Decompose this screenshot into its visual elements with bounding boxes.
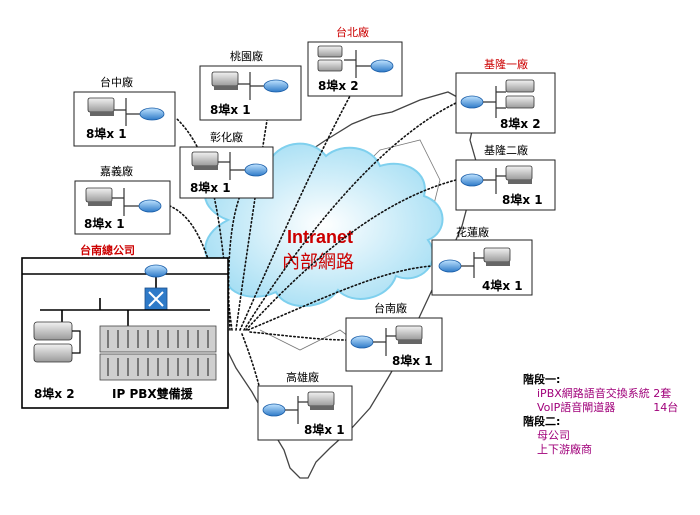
site-hualien: 花蓮廠 4埠x 1 — [431, 225, 533, 296]
site-name: 基隆二廠 — [484, 143, 528, 157]
router-icon — [144, 264, 168, 278]
server-icon — [85, 187, 113, 206]
site-keelung1: 基隆一廠 8埠x 2 — [455, 57, 556, 134]
server-icon — [33, 321, 73, 363]
hq-port-count: 8埠x 2 — [34, 386, 75, 401]
site-kaohsiung: 高雄廠 8埠x 1 — [257, 370, 353, 441]
link-keelung2 — [245, 179, 457, 331]
pbx-label: IP PBX雙備援 — [112, 386, 194, 401]
server-icon — [395, 325, 423, 344]
switch-icon — [144, 287, 168, 311]
legend-phase2-item: 母公司 — [537, 429, 570, 442]
site-taoyuan: 桃園廠 8埠x 1 — [199, 49, 302, 121]
site-name: 高雄廠 — [286, 370, 319, 384]
site-name: 台北廠 — [336, 25, 369, 39]
link-keelung1 — [243, 102, 457, 331]
server-icon — [317, 45, 343, 72]
legend-phase2-item: 上下游廠商 — [537, 443, 592, 456]
port-count: 8埠x 1 — [392, 353, 433, 368]
port-count: 8埠x 1 — [84, 216, 125, 231]
site-tainan: 台南廠 8埠x 1 — [345, 301, 443, 372]
server-icon — [483, 247, 511, 266]
link-taipei — [239, 84, 357, 331]
link-tainan — [249, 331, 349, 341]
router-icon — [263, 79, 289, 93]
router-icon — [139, 107, 165, 121]
legend-phase1-item: VoIP語音閘道器 14台 — [523, 401, 678, 415]
port-count: 4埠x 1 — [482, 278, 523, 293]
site-taichung: 台中廠 8埠x 1 — [73, 75, 176, 147]
server-icon — [211, 71, 239, 90]
legend-item-count: 14台 — [653, 401, 679, 414]
port-count: 8埠x 1 — [304, 422, 345, 437]
port-count: 8埠x 1 — [502, 192, 543, 207]
server-icon — [505, 165, 533, 184]
legend-phase1-title: 階段一: — [523, 373, 561, 386]
site-name: 彰化廠 — [210, 130, 243, 144]
port-count: 8埠x 2 — [318, 78, 359, 93]
router-icon — [262, 403, 286, 417]
link-hualien — [247, 265, 433, 331]
server-icon — [191, 151, 219, 170]
connection-lines — [169, 84, 457, 399]
site-name: 台中廠 — [100, 75, 133, 89]
server-icon — [505, 79, 535, 109]
site-name: 桃園廠 — [230, 49, 263, 63]
pbx-rack-icon — [99, 325, 217, 381]
port-count: 8埠x 2 — [500, 116, 541, 131]
legend: 階段一: iPBX網路語音交換系統 2套 VoIP語音閘道器 14台 階段二: 母… — [523, 373, 678, 457]
router-icon — [460, 173, 484, 187]
legend-item-name: VoIP語音閘道器 — [537, 401, 616, 414]
site-changhua: 彰化廠 8埠x 1 — [179, 130, 274, 199]
site-name: 基隆一廠 — [484, 57, 528, 71]
cloud-subtitle: 內部網路 — [282, 252, 354, 273]
router-icon — [138, 199, 162, 213]
legend-phase2-title: 階段二: — [523, 415, 561, 428]
router-icon — [438, 259, 462, 273]
server-icon — [87, 97, 115, 116]
site-taipei: 台北廠 8埠x 2 — [307, 25, 403, 97]
port-count: 8埠x 1 — [86, 126, 127, 141]
router-icon — [370, 59, 394, 73]
hq-name: 台南總公司 — [80, 243, 135, 257]
router-icon — [350, 335, 374, 349]
site-keelung2: 基隆二廠 8埠x 1 — [455, 143, 556, 211]
server-icon — [307, 391, 335, 410]
site-name: 嘉義廠 — [100, 164, 133, 178]
router-icon — [460, 95, 484, 109]
link-taoyuan — [235, 101, 271, 331]
site-chiayi: 嘉義廠 8埠x 1 — [74, 164, 171, 235]
port-count: 8埠x 1 — [190, 180, 231, 195]
cloud-title: Intranet — [287, 227, 353, 247]
hq-site: 台南總公司 8埠x 2 IP PBX雙備援 — [21, 243, 229, 409]
site-name: 台南廠 — [374, 301, 407, 315]
port-count: 8埠x 1 — [210, 102, 251, 117]
router-icon — [244, 163, 268, 177]
site-name: 花蓮廠 — [456, 225, 489, 239]
legend-phase1-item: iPBX網路語音交換系統 2套 — [537, 387, 672, 400]
